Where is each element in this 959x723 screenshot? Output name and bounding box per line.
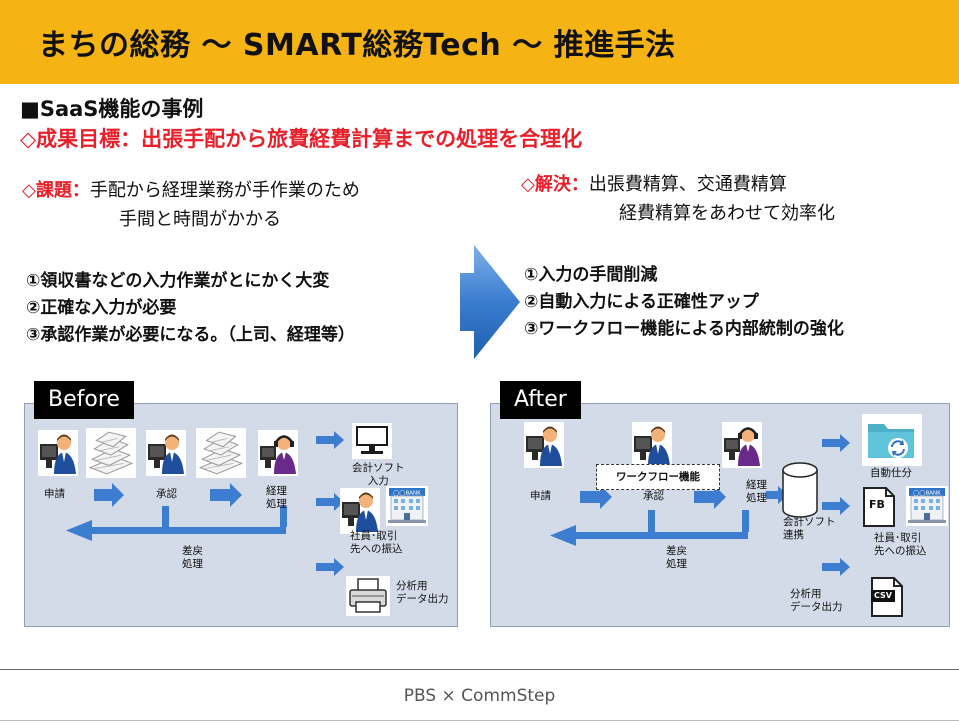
after-software-label: 会計ソフト 連携	[783, 516, 836, 542]
before-accounting-line2: 処理	[266, 498, 287, 510]
computer-icon	[352, 423, 392, 459]
after-software-line2: 連携	[783, 529, 804, 541]
before-return-line1: 差戻	[182, 545, 203, 557]
before-analysis-line1: 分析用	[396, 580, 428, 592]
applicant-person-icon	[524, 422, 564, 468]
issue-item: ③承認作業が必要になる。（上司、経理等）	[26, 325, 355, 345]
before-return-label: 差戻 処理	[182, 545, 203, 571]
database-icon	[780, 462, 820, 518]
solution-prefix: ◇解決：	[521, 174, 589, 195]
before-transfer-line2: 先への振込	[350, 543, 403, 555]
before-transfer-label: 社員･取引 先への振込	[350, 530, 403, 556]
issue-line1: ◇課題：手配から経理業務が手作業のため	[22, 176, 360, 202]
before-accounting-label: 経理 処理	[266, 485, 287, 511]
bank-icon	[906, 486, 948, 526]
page-title: まちの総務 ～ SMART総務Tech ～ 推進手法	[38, 28, 676, 63]
before-software-label: 会計ソフト 入力	[352, 462, 405, 488]
section-heading: ■SaaS機能の事例	[20, 97, 204, 121]
accountant-headset-icon	[258, 430, 298, 476]
after-return-line1: 差戻	[666, 545, 687, 557]
solution-item: ②自動入力による正確性アップ	[524, 292, 759, 312]
footer-bottom-line	[0, 720, 959, 721]
after-accounting-line2: 処理	[746, 492, 767, 504]
solution-line2: 経費精算をあわせて効率化	[619, 203, 835, 224]
after-transfer-line2: 先への振込	[874, 545, 927, 557]
after-analysis-line1: 分析用	[790, 588, 822, 600]
employee-person-icon	[340, 488, 380, 534]
before-software-line2: 入力	[367, 475, 389, 487]
applicant-person-icon	[38, 430, 78, 476]
solution-item: ③ワークフロー機能による内部統制の強化	[524, 319, 844, 339]
issue-item: ②正確な入力が必要	[26, 298, 177, 318]
csv-file-label: CSV	[871, 590, 895, 602]
before-flow-arrows	[66, 431, 344, 576]
header-bar	[0, 0, 959, 84]
solution-item: ①入力の手間削減	[524, 265, 658, 285]
goal-text: ◇成果目標：出張手配から旅費経費計算までの処理を合理化	[20, 127, 583, 151]
workflow-box: ワークフロー機能	[596, 464, 720, 490]
footer-divider	[0, 669, 959, 670]
accountant-headset-icon	[722, 422, 762, 468]
before-accounting-line1: 経理	[266, 485, 287, 497]
after-return-label: 差戻 処理	[666, 545, 687, 571]
receipt-stack-icon	[86, 428, 136, 478]
receipt-stack-icon	[196, 428, 246, 478]
after-analysis-label: 分析用 データ出力	[790, 588, 843, 614]
issue-item: ①領収書などの入力作業がとにかく大変	[26, 271, 330, 291]
folder-sync-icon	[862, 414, 922, 466]
after-software-line1: 会計ソフト	[783, 516, 836, 528]
before-return-line2: 処理	[182, 558, 203, 570]
before-analysis-label: 分析用 データ出力	[396, 580, 449, 606]
before-software-line1: 会計ソフト	[352, 462, 405, 474]
after-apply-label: 申請	[530, 490, 551, 502]
after-tag: After	[500, 381, 581, 419]
footer-text: PBS × CommStep	[403, 686, 556, 706]
before-analysis-line2: データ出力	[396, 593, 449, 605]
fb-file-label: FB	[869, 498, 885, 511]
issue-line2: 手間と時間がかかる	[119, 209, 281, 230]
after-analysis-line2: データ出力	[790, 601, 843, 613]
after-accounting-line1: 経理	[746, 479, 767, 491]
after-accounting-label: 経理 処理	[746, 479, 767, 505]
solution-text1: 出張費精算、交通費精算	[588, 174, 787, 195]
approver-person-icon	[146, 430, 186, 476]
issue-text1: 手配から経理業務が手作業のため	[89, 180, 360, 201]
auto-journal-label: 自動仕分	[870, 467, 912, 479]
before-transfer-line1: 社員･取引	[350, 530, 398, 542]
solution-line1: ◇解決：出張費精算、交通費精算	[521, 170, 787, 196]
bank-icon	[386, 486, 428, 526]
after-return-line2: 処理	[666, 558, 687, 570]
big-right-arrow-icon	[460, 245, 520, 359]
issue-prefix: ◇課題：	[22, 180, 90, 201]
printer-icon	[346, 576, 390, 616]
before-apply-label: 申請	[44, 488, 65, 500]
after-transfer-label: 社員･取引 先への振込	[874, 532, 927, 558]
before-approve-label: 承認	[156, 488, 177, 500]
approver-person-icon	[632, 422, 672, 468]
after-transfer-line1: 社員･取引	[874, 532, 922, 544]
after-approve-label: 承認	[643, 490, 664, 502]
before-tag: Before	[34, 381, 134, 419]
